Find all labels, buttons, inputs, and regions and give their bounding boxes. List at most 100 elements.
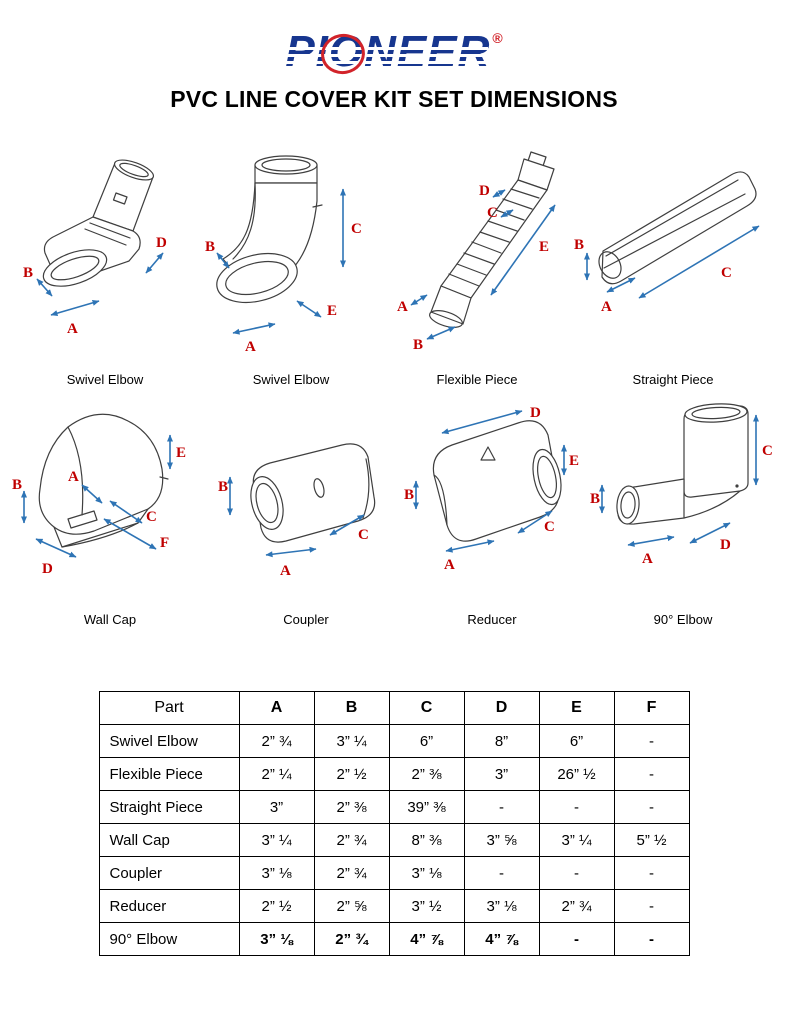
- part-drawing: C B D A: [590, 403, 773, 567]
- dimension-arrow: [296, 300, 322, 318]
- dim-cell: -: [613, 889, 690, 923]
- dim-label: A: [245, 339, 256, 355]
- dim-cell: 3” ¼: [538, 823, 615, 857]
- dim-cell: -: [613, 790, 690, 824]
- dim-label: F: [160, 535, 169, 551]
- diagram-wall-cap: E A B C F D Wall Cap: [10, 397, 210, 629]
- dim-cell: 3” ⅛: [463, 889, 540, 923]
- dimension-arrow: [35, 538, 77, 558]
- dim-cell: 5” ½: [613, 823, 690, 857]
- part-drawing: C B E A: [205, 155, 362, 355]
- dim-cell: 3” ¼: [313, 724, 390, 758]
- dim-label: A: [397, 299, 408, 315]
- dimension-annotations: C B A: [574, 225, 760, 315]
- part-drawing: D B A: [23, 159, 167, 337]
- diagram-swivel-elbow-angled: D B A Swivel Elbow: [15, 149, 195, 389]
- dim-label: B: [404, 487, 414, 503]
- dim-cell: 3” ⅛: [238, 856, 315, 890]
- dim-cell: 2” ⅜: [313, 790, 390, 824]
- dimension-arrow: [410, 294, 428, 306]
- dim-label: C: [721, 265, 732, 281]
- dim-cell: -: [613, 922, 690, 956]
- diagram-row-1: D B A Swivel Elbow: [0, 149, 788, 389]
- col-header-d: D: [463, 691, 540, 725]
- dimension-annotations: C B E A: [205, 188, 362, 355]
- dim-label: C: [358, 527, 369, 543]
- part-caption: Coupler: [283, 612, 329, 627]
- brand-name: PIONEER: [285, 27, 491, 76]
- part-drawing: B C A: [218, 443, 376, 579]
- dimension-arrow: [689, 522, 731, 544]
- diagram-row-2: E A B C F D Wall Cap: [0, 397, 788, 629]
- part-caption: Swivel Elbow: [66, 372, 144, 387]
- dim-cell: 8” ⅜: [388, 823, 465, 857]
- table-row: Wall Cap 3” ¼ 2” ¾ 8” ⅜ 3” ⅝ 3” ¼ 5” ½: [98, 823, 690, 857]
- dim-cell: 3” ½: [388, 889, 465, 923]
- logo-stripe: [283, 61, 489, 64]
- dimension-annotations: D B A: [23, 235, 167, 337]
- dim-cell: -: [613, 757, 690, 791]
- dim-cell: 2” ¼: [238, 757, 315, 791]
- diagram-90-elbow: C B D A 90° Elbow: [588, 397, 778, 629]
- dimension-arrow: [492, 189, 506, 198]
- diagram-flexible-piece: D C E A B Flexible Piece: [387, 149, 567, 389]
- dim-cell: -: [463, 790, 540, 824]
- part-drawing: D C E A B: [397, 151, 556, 353]
- col-header-c: C: [388, 691, 465, 725]
- dim-label: C: [544, 519, 555, 535]
- dim-label: A: [444, 557, 455, 573]
- dim-cell: 3” ⅛: [388, 856, 465, 890]
- diagram-straight-piece: C B A Straight Piece: [573, 149, 773, 389]
- dim-label: C: [351, 221, 362, 237]
- dim-label: D: [156, 235, 167, 251]
- col-header-b: B: [313, 691, 390, 725]
- dimension-annotations: D E B C A: [404, 405, 579, 573]
- dim-label: A: [642, 551, 653, 567]
- dim-cell: -: [538, 790, 615, 824]
- logo-stripe: [283, 54, 489, 57]
- dimension-arrow: [50, 299, 100, 317]
- dimension-arrow: [445, 539, 495, 553]
- table-row: Straight Piece 3” 2” ⅜ 39” ⅜ - - -: [98, 790, 690, 824]
- dimension-arrow: [81, 484, 103, 504]
- dim-label: B: [413, 337, 423, 353]
- logo-stripe: [283, 47, 489, 50]
- dimension-arrow: [265, 546, 317, 558]
- dim-cell: 4” ⅞: [463, 922, 540, 956]
- dim-cell: 26” ½: [538, 757, 615, 791]
- col-header-a: A: [238, 691, 315, 725]
- dimension-arrow: [517, 510, 553, 534]
- part-caption: Swivel Elbow: [252, 372, 330, 387]
- col-header-part: Part: [98, 691, 240, 725]
- dimension-annotations: C B D A: [590, 414, 773, 567]
- dim-cell: 2” ¾: [313, 823, 390, 857]
- dimension-arrow: [638, 225, 760, 299]
- dim-cell: 2” ¾: [313, 922, 390, 956]
- part-name-cell: Swivel Elbow: [98, 724, 240, 758]
- table-row: Coupler 3” ⅛ 2” ¾ 3” ⅛ - - -: [98, 856, 690, 890]
- dim-cell: -: [613, 724, 690, 758]
- dim-cell: 39” ⅜: [388, 790, 465, 824]
- part-name-cell: Wall Cap: [98, 823, 240, 857]
- part-drawing: D E B C A: [404, 405, 579, 573]
- col-header-f: F: [613, 691, 690, 725]
- dim-cell: -: [538, 922, 615, 956]
- part-line-art: [216, 155, 323, 304]
- pioneer-logo: PIONEER ®: [283, 27, 503, 78]
- dim-cell: 3”: [463, 757, 540, 791]
- dimension-arrow: [606, 277, 636, 293]
- diagram-coupler: B C A Coupler: [216, 397, 396, 629]
- dim-label: C: [487, 205, 498, 221]
- dim-cell: 2” ⅜: [388, 757, 465, 791]
- dim-cell: 8”: [463, 724, 540, 758]
- part-line-art: [429, 151, 555, 328]
- dimension-arrow: [627, 535, 675, 547]
- part-name-cell: Reducer: [98, 889, 240, 923]
- part-line-art: [38, 413, 169, 548]
- page-title: PVC LINE COVER KIT SET DIMENSIONS: [170, 86, 618, 112]
- col-header-e: E: [538, 691, 615, 725]
- diagram-reducer: D E B C A Reducer: [402, 397, 582, 629]
- dim-cell: 6”: [388, 724, 465, 758]
- dim-label: E: [327, 303, 337, 319]
- dim-label: E: [176, 445, 186, 461]
